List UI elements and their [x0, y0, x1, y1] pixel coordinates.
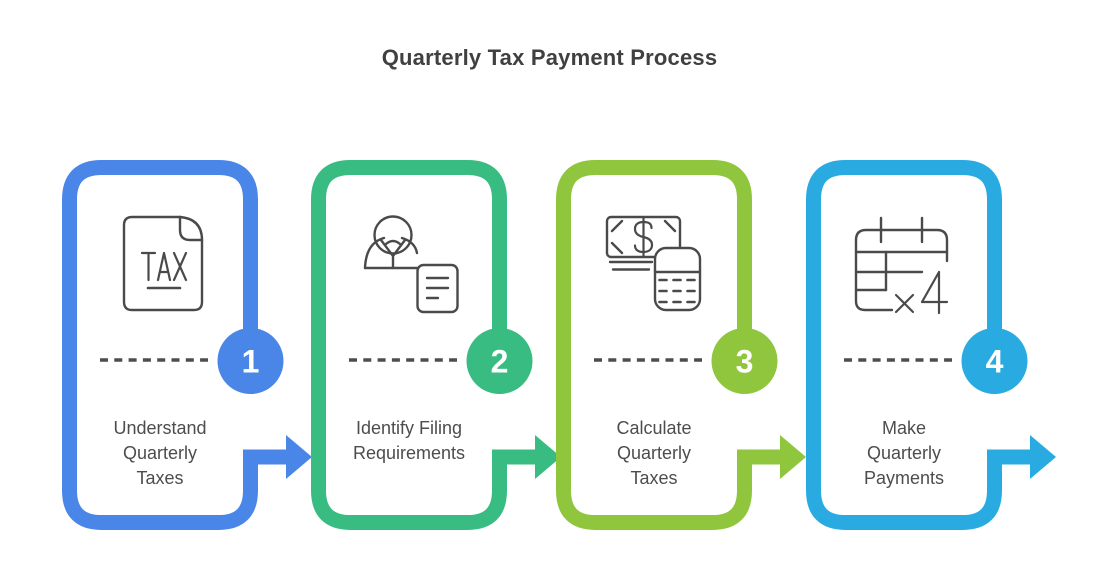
step-4-number-badge — [961, 328, 1028, 394]
step-1-arrowhead-icon — [286, 435, 312, 479]
step-2-card: 2 — [311, 160, 561, 530]
tax-document-icon — [122, 215, 204, 312]
step-3-number: 3 — [736, 344, 754, 380]
step-3-card: 3 — [556, 160, 806, 530]
step-2-frame-and-arrow — [311, 160, 535, 530]
money-calculator-icon — [605, 215, 702, 312]
page-title: Quarterly Tax Payment Process — [381, 45, 718, 70]
step-1-number: 1 — [242, 344, 260, 380]
step-3-number-badge — [711, 328, 778, 394]
step-2-number: 2 — [491, 344, 509, 380]
step-3-frame-and-arrow — [556, 160, 780, 530]
step-1-number-badge — [217, 328, 284, 394]
step-4-card: 4 — [806, 160, 1056, 530]
calendar-x4-icon — [854, 216, 949, 315]
step-2-label: Identify Filing Requirements — [352, 418, 466, 463]
step-1-label: Understand Quarterly Taxes — [113, 418, 207, 488]
step-4-label: Make Quarterly Payments — [863, 418, 945, 488]
person-document-icon — [363, 215, 459, 314]
step-1-frame-and-arrow — [62, 160, 286, 530]
step-4-frame-and-arrow — [806, 160, 1030, 530]
step-2-number-badge — [466, 328, 533, 394]
step-2-arrowhead-icon — [535, 435, 561, 479]
step-4-arrowhead-icon — [1030, 435, 1056, 479]
step-3-arrowhead-icon — [780, 435, 806, 479]
step-3-label: Calculate Quarterly Taxes — [616, 418, 692, 488]
step-1-card: 1 — [62, 160, 312, 530]
step-4-number: 4 — [986, 344, 1004, 380]
